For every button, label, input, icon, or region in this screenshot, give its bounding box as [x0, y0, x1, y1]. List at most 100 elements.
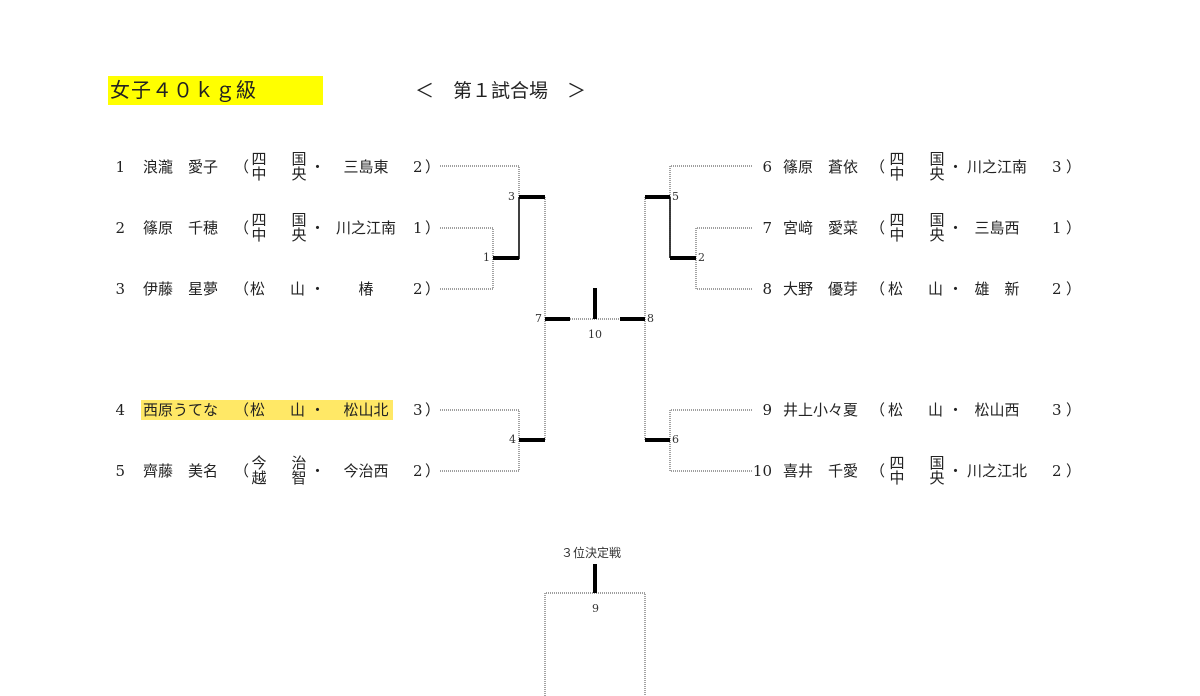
open-paren: （: [234, 401, 250, 419]
school-name: 雄 新: [974, 280, 1020, 298]
entry-name: 大野 優芽: [783, 280, 859, 298]
match-number: 2: [698, 251, 705, 264]
prefecture-area: 国央: [929, 211, 945, 244]
school-name: 川之江北: [966, 462, 1027, 480]
open-paren: （: [870, 462, 886, 480]
grade: 3: [1052, 401, 1062, 419]
entry-name: 宮﨑 愛菜: [783, 219, 859, 237]
grade: 3: [413, 401, 423, 419]
separator-dot: ・: [310, 280, 326, 298]
prefecture-area: 山: [290, 401, 306, 419]
prefecture-area: 四中: [251, 150, 267, 183]
separator-dot: ・: [310, 401, 326, 419]
match-number: 10: [588, 328, 602, 341]
open-paren: （: [234, 280, 250, 298]
prefecture-area: 国央: [929, 150, 945, 183]
close-paren: ）: [1066, 401, 1082, 419]
school-name: 松山西: [974, 401, 1020, 419]
third-place-label: ３位決定戦: [561, 546, 622, 560]
grade: 2: [413, 280, 423, 298]
entry-name: 井上小々夏: [783, 401, 859, 419]
entry-number: 8: [762, 280, 772, 298]
school-name: 三島西: [974, 219, 1020, 237]
entry-number: 10: [752, 462, 772, 480]
prefecture-area: 国央: [929, 454, 945, 487]
prefecture-area: 四中: [889, 211, 905, 244]
open-paren: （: [234, 462, 250, 480]
match-number: 8: [647, 312, 654, 325]
separator-dot: ・: [948, 158, 964, 176]
close-paren: ）: [425, 401, 441, 419]
entry-number: 9: [762, 401, 772, 419]
match-number: 5: [672, 190, 679, 203]
match-number: 9: [592, 602, 599, 615]
entry-name: 齊藤 美名: [143, 462, 219, 480]
school-name: 三島東: [343, 158, 389, 176]
close-paren: ）: [425, 280, 441, 298]
entry-name: 篠原 千穂: [143, 219, 219, 237]
open-paren: （: [870, 280, 886, 298]
dotted-lines: [440, 165, 752, 696]
prefecture-area: 四中: [251, 211, 267, 244]
entry-number: 5: [115, 462, 125, 480]
grade: 3: [1052, 158, 1062, 176]
close-paren: ）: [1066, 462, 1082, 480]
grade: 2: [413, 462, 423, 480]
prefecture-area: 治智: [291, 454, 307, 487]
venue-title: ＜ 第１試合場 ＞: [415, 80, 587, 102]
open-paren: （: [234, 219, 250, 237]
prefecture-area: 松: [888, 401, 904, 419]
prefecture-area: 国央: [291, 211, 307, 244]
entry-name: 喜井 千愛: [783, 462, 859, 480]
close-paren: ）: [1066, 219, 1082, 237]
close-paren: ）: [425, 462, 441, 480]
prefecture-area: 山: [928, 401, 944, 419]
separator-dot: ・: [310, 158, 326, 176]
separator-dot: ・: [948, 280, 964, 298]
grade: 2: [1052, 280, 1062, 298]
category-title: 女子４０ｋｇ級: [108, 76, 323, 105]
entry-number: 6: [762, 158, 772, 176]
winner-lines: [493, 195, 696, 593]
separator-dot: ・: [310, 462, 326, 480]
match-number: 3: [508, 190, 515, 203]
close-paren: ）: [1066, 280, 1082, 298]
school-name: 川之江南: [966, 158, 1027, 176]
prefecture-area: 松: [250, 401, 266, 419]
entry-number: 4: [115, 401, 125, 419]
close-paren: ）: [1066, 158, 1082, 176]
match-number: 6: [672, 433, 679, 446]
open-paren: （: [870, 219, 886, 237]
close-paren: ）: [425, 158, 441, 176]
separator-dot: ・: [310, 219, 326, 237]
grade: 2: [1052, 462, 1062, 480]
match-number: 1: [483, 251, 490, 264]
school-name: 松山北: [343, 401, 389, 419]
prefecture-area: 今越: [251, 454, 267, 487]
prefecture-area: 松: [888, 280, 904, 298]
highlight: [141, 400, 393, 420]
match-number: 7: [535, 312, 542, 325]
open-paren: （: [870, 401, 886, 419]
entry-name: 浪瀧 愛子: [143, 158, 219, 176]
prefecture-area: 山: [290, 280, 306, 298]
prefecture-area: 松: [250, 280, 266, 298]
separator-dot: ・: [948, 401, 964, 419]
prefecture-area: 四中: [889, 150, 905, 183]
match-number: 4: [509, 433, 516, 446]
separator-dot: ・: [948, 462, 964, 480]
entry-number: 2: [115, 219, 125, 237]
entry-name: 伊藤 星夢: [143, 280, 219, 298]
prefecture-area: 四中: [889, 454, 905, 487]
grade: 2: [413, 158, 423, 176]
separator-dot: ・: [948, 219, 964, 237]
grade: 1: [1052, 219, 1062, 237]
entry-name: 篠原 蒼依: [783, 158, 859, 176]
school-name: 今治西: [343, 462, 389, 480]
close-paren: ）: [425, 219, 441, 237]
entry-number: 1: [115, 158, 125, 176]
school-name: 川之江南: [335, 219, 396, 237]
prefecture-area: 山: [928, 280, 944, 298]
open-paren: （: [870, 158, 886, 176]
